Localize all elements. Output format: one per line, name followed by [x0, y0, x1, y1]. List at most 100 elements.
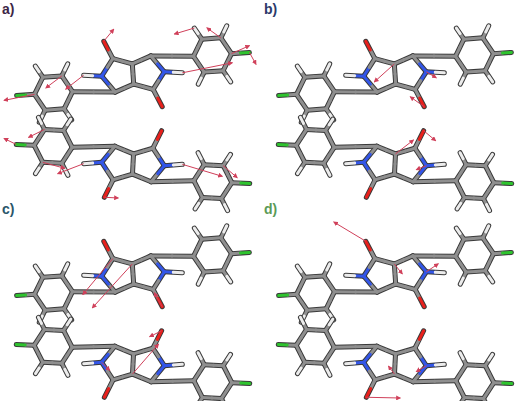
bond	[132, 274, 136, 284]
bond	[404, 378, 413, 382]
bond	[159, 357, 165, 366]
bond	[334, 90, 355, 93]
bond-outline	[202, 38, 221, 39]
bond	[102, 67, 108, 76]
bond-outline	[296, 129, 306, 145]
bond-outline	[84, 73, 102, 79]
bond-outline	[232, 252, 250, 253]
bond	[377, 88, 386, 92]
bond-outline	[64, 292, 72, 309]
bond-outline	[426, 164, 444, 165]
bond-outline	[132, 354, 133, 374]
bond-outline	[305, 276, 324, 277]
bond-outline	[375, 174, 394, 180]
bond	[503, 182, 512, 185]
bond	[420, 64, 427, 72]
bond-outline	[464, 195, 483, 201]
molecule	[278, 117, 511, 210]
bond-outline	[223, 366, 232, 383]
bond	[434, 179, 455, 183]
bond-outline	[324, 264, 330, 276]
bond	[224, 26, 227, 32]
molecule	[279, 226, 512, 322]
bond	[366, 41, 371, 50]
bond-outline	[17, 294, 35, 295]
bond-outline	[364, 59, 375, 77]
displacement-vector	[150, 331, 162, 337]
bond-outline	[297, 266, 305, 277]
bond-outline	[221, 383, 231, 399]
bond-outline	[153, 348, 164, 365]
bond	[158, 264, 165, 272]
bond-outline	[297, 277, 305, 294]
bond-outline	[45, 127, 64, 133]
bond	[67, 119, 71, 125]
bond-outline	[151, 253, 194, 258]
bond-outline	[45, 309, 64, 310]
molecule	[17, 26, 250, 122]
bond-outline	[394, 56, 413, 64]
displacement-vector	[396, 140, 414, 154]
bond-outline	[485, 71, 493, 82]
bond-outline	[62, 64, 68, 76]
bond-outline	[221, 238, 232, 254]
dimer-drawing	[278, 26, 511, 211]
bond	[65, 369, 68, 375]
bond	[198, 78, 201, 84]
molecule	[16, 117, 249, 210]
bond-outline	[456, 239, 464, 256]
bond-outline	[35, 66, 43, 77]
bond	[104, 189, 108, 198]
bond-outline	[202, 395, 221, 401]
panel-label: c)	[2, 201, 14, 217]
bond-outline	[307, 327, 326, 333]
bond	[123, 174, 133, 177]
bond	[366, 241, 371, 250]
bond	[134, 84, 144, 87]
bond-outline	[132, 264, 133, 284]
bond	[413, 254, 434, 257]
bond-outline	[346, 273, 364, 279]
bond-outline	[115, 346, 134, 354]
bond-outline	[115, 84, 134, 92]
bond-outline	[464, 238, 483, 239]
bond	[404, 56, 413, 60]
bond-outline	[45, 327, 64, 333]
bond	[375, 259, 385, 262]
bond-outline	[305, 160, 324, 166]
bond	[84, 274, 93, 277]
bond	[199, 398, 203, 401]
bond-outline	[296, 145, 305, 162]
bond	[113, 59, 123, 62]
bond	[413, 380, 434, 384]
bond	[419, 131, 423, 140]
bond-outline	[115, 146, 134, 154]
bond-outline	[297, 294, 308, 310]
bond	[396, 84, 406, 87]
bond-outline	[415, 89, 424, 106]
bond-outline	[35, 362, 42, 373]
bond-outline	[194, 365, 204, 381]
bond	[377, 288, 386, 292]
bond-outline	[132, 174, 151, 182]
bond	[131, 164, 135, 174]
bond	[227, 276, 231, 282]
bond-outline	[153, 148, 164, 165]
bond-outline	[104, 41, 113, 58]
bond-outline	[132, 374, 151, 382]
bond-outline	[415, 131, 424, 148]
bond	[35, 168, 39, 174]
panel-label: d)	[264, 201, 277, 217]
bond-outline	[466, 271, 485, 272]
bond-outline	[16, 142, 34, 148]
bond-outline	[456, 181, 465, 198]
bond-outline	[198, 272, 204, 284]
bond-outline	[164, 69, 182, 75]
bond-outline	[326, 330, 335, 347]
bond-outline	[296, 345, 305, 362]
bond	[72, 290, 93, 293]
bond	[142, 56, 151, 60]
bond	[420, 366, 427, 374]
bond-outline	[364, 259, 375, 277]
